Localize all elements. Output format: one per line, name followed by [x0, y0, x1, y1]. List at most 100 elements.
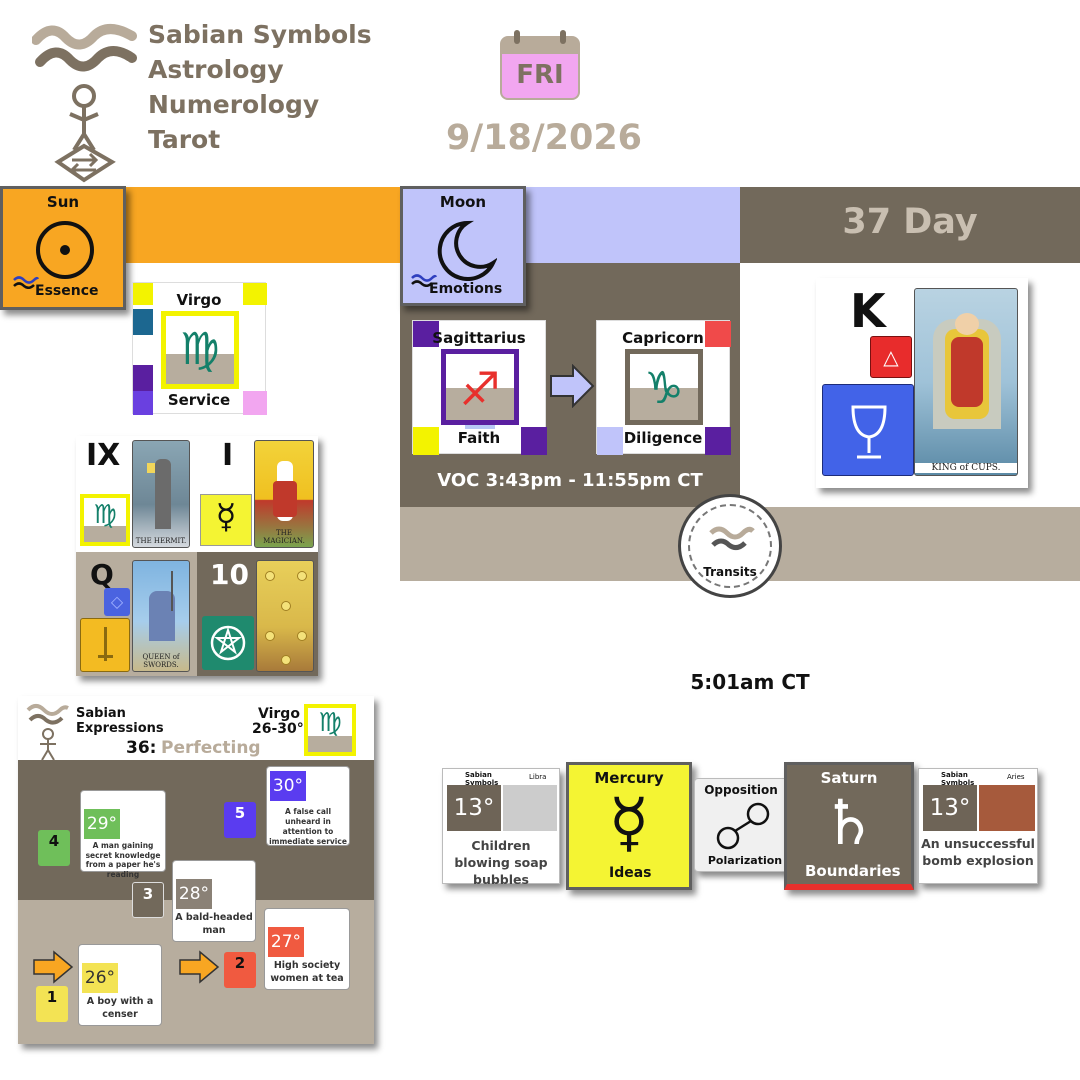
brand-line-2: Astrology [148, 55, 284, 84]
moon-voc: VOC 3:43pm - 11:55pm CT [437, 470, 703, 491]
sabian-title-2: Expressions [76, 721, 164, 736]
tarot-card-king-of-cups[interactable]: KING of CUPS. [914, 288, 1018, 476]
sabian-sign: Virgo [258, 706, 300, 722]
right-card-sign: Aries [1007, 773, 1025, 781]
card-numeral-ix: IX [86, 438, 121, 473]
transit-sabian-card-left[interactable]: Sabian Symbols Libra 13° Children blowin… [442, 768, 560, 887]
sabian-wave-logo-icon [31, 24, 137, 183]
tarot-grid: IX ♍ THE HERMIT. I ☿ THE MAGICIAN. Q ◇ Q… [76, 436, 318, 676]
number-5-badge: 5 [224, 802, 256, 838]
hermit-caption: THE HERMIT. [135, 537, 187, 545]
weekday: FRI [516, 60, 564, 90]
number-2: 2 [234, 954, 246, 972]
sabian-degree-28[interactable]: 28° A bald-headed man [172, 860, 256, 942]
moon-from-keyword: Faith [457, 429, 501, 447]
mercury-glyph-icon: ☿ [608, 784, 650, 861]
degree-30: 30° [270, 771, 306, 801]
aspect-keyword: Polarization [707, 854, 783, 867]
number-3: 3 [142, 885, 154, 903]
opposition-glyph-icon [716, 802, 770, 850]
day-card-panel: K △ KING of CUPS. [816, 278, 1028, 488]
sabian-title-1: Sabian [76, 706, 126, 721]
day-band [740, 187, 1080, 263]
capricorn-sign-tile[interactable]: ♑ Capricorn Diligence [596, 320, 731, 455]
virgo-mini-glyph-icon: ♍ [93, 500, 117, 530]
tarot-card-magician[interactable]: THE MAGICIAN. [254, 440, 314, 548]
moon-tile[interactable]: Moon Emotions [400, 186, 526, 306]
card-numeral-i: I [222, 438, 234, 473]
opposition-aspect-tile[interactable]: Opposition Polarization [694, 778, 788, 872]
sabian-degree-30[interactable]: 30° A false call unheard in attention to… [266, 766, 350, 846]
left-card-text: Children blowing soap bubbles [454, 838, 548, 887]
right-card-degree: 13° [923, 785, 977, 831]
arrow-right-icon [33, 950, 74, 984]
transit-sabian-card-right[interactable]: Sabian Symbols Aries 13° An unsuccessful… [918, 768, 1038, 884]
degree-29-text: A man gaining secret knowledge from a pa… [85, 841, 161, 879]
sabian-wave-icon [709, 526, 755, 551]
tarot-card-ten-of-pentacles[interactable] [256, 560, 314, 672]
transit-time: 5:01am CT [690, 670, 810, 694]
card-numeral-10: 10 [210, 558, 249, 591]
brand-logo [31, 22, 138, 187]
degree-26: 26° [82, 963, 118, 993]
moon-planet-name: Moon [439, 193, 487, 211]
sabian-expressions-panel: Sabian Expressions 36: Perfecting Virgo … [18, 696, 374, 1044]
virgo-mini-tile: ♍ [80, 494, 130, 546]
saturn-glyph-icon: ♄ [821, 786, 877, 859]
saturn-planet-name: Saturn [820, 769, 878, 787]
moon-to-sign: Capricorn [622, 329, 704, 347]
left-card-degree: 13° [447, 785, 501, 831]
sabian-range: 26-30° [252, 721, 304, 737]
fire-element-icon: △ [870, 336, 912, 378]
sabian-degree-27[interactable]: 27° High society women at tea [264, 908, 350, 990]
number-4: 4 [48, 832, 60, 850]
arrow-right-icon [550, 364, 595, 408]
wave-icon [411, 274, 437, 287]
number-1: 1 [46, 988, 58, 1006]
day-label: 37 Day [842, 202, 978, 242]
transits-medallion[interactable]: Transits [678, 494, 782, 598]
sabian-figure-icon [26, 704, 69, 761]
mercury-keyword: Ideas [609, 865, 652, 881]
card-numeral-q: Q [90, 558, 114, 591]
left-card-sign: Libra [529, 773, 547, 781]
sun-sign-name: Virgo [176, 291, 222, 309]
degree-27: 27° [268, 927, 304, 957]
virgo-glyph-icon: ♍ [180, 324, 220, 375]
tarot-card-queen-of-swords[interactable]: QUEEN of SWORDS. [132, 560, 190, 672]
sun-tile[interactable]: Sun Essence [0, 186, 126, 310]
arrow-right-icon [179, 950, 220, 984]
number-1-badge: 1 [36, 986, 68, 1022]
saturn-keyword: Boundaries [805, 862, 901, 880]
sabian-degree-26[interactable]: 26° A boy with a censer [78, 944, 162, 1026]
court-letter: K [850, 284, 886, 338]
tarot-card-hermit[interactable]: THE HERMIT. [132, 440, 190, 548]
air-element-icon: ◇ [104, 588, 130, 616]
degree-27-text: High society women at tea [270, 960, 344, 984]
degree-29: 29° [84, 809, 120, 839]
moon-from-sign: Sagittarius [432, 329, 526, 347]
sagittarius-sign-tile[interactable]: ♐ Sagittarius Faith [412, 320, 547, 455]
sabian-theme: Perfecting [161, 738, 261, 758]
sagittarius-glyph-icon: ♐ [459, 362, 501, 416]
swords-suit-icon [80, 618, 130, 672]
magician-caption: THE MAGICIAN. [263, 529, 305, 545]
degree-26-text: A boy with a censer [86, 996, 154, 1020]
brand-line-1: Sabian Symbols [148, 20, 372, 49]
sun-planet-name: Sun [46, 193, 80, 211]
sabian-degree-29[interactable]: 29° A man gaining secret knowledge from … [80, 790, 166, 879]
right-card-brand: Sabian Symbols [941, 771, 975, 787]
degree-30-text: A false call unheard in attention to imm… [269, 807, 347, 846]
sun-sign-keyword: Service [167, 391, 231, 409]
queen-caption: QUEEN of SWORDS. [142, 653, 180, 669]
mercury-tile[interactable]: Mercury ☿ Ideas [566, 762, 692, 890]
king-caption: KING of CUPS. [915, 463, 1017, 473]
brand-line-3: Numerology [148, 90, 320, 119]
mercury-mini-glyph-icon: ☿ [215, 497, 237, 537]
virgo-sign-tile[interactable]: ♍ Virgo Service [132, 282, 267, 415]
aspect-name: Opposition [704, 783, 778, 797]
saturn-tile[interactable]: Saturn ♄ Boundaries [784, 762, 914, 890]
virgo-range-tile: ♍ [304, 704, 356, 756]
virgo-range-glyph-icon: ♍ [318, 708, 342, 738]
mercury-planet-name: Mercury [594, 769, 664, 787]
